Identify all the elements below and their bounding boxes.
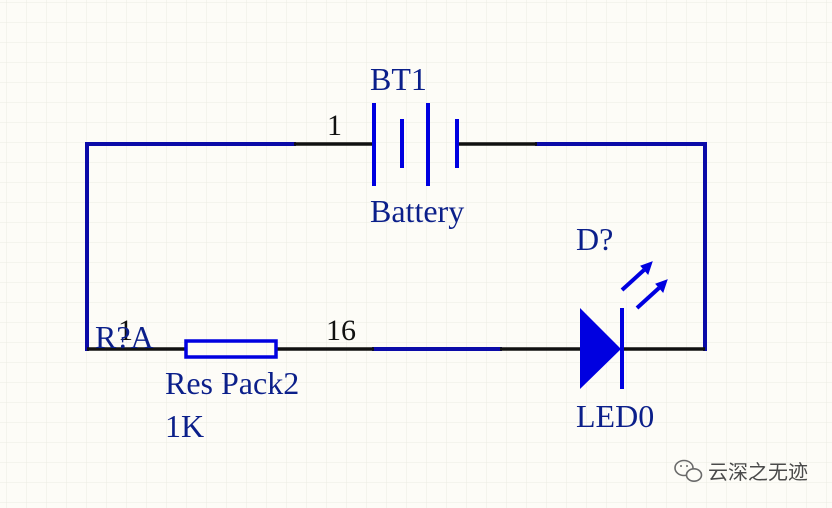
battery-symbol[interactable]	[372, 103, 459, 186]
wechat-icon	[674, 459, 703, 482]
wire-left-top	[85, 142, 296, 351]
led-comment: LED0	[576, 398, 654, 434]
battery-comment: Battery	[370, 193, 464, 229]
wires	[85, 142, 707, 351]
led-triangle	[580, 308, 621, 389]
resistor-pin-right-number: 16	[326, 314, 356, 347]
led-light-arrows	[620, 261, 668, 310]
led-designator: D?	[576, 221, 613, 257]
resistor-designator: R?A	[95, 319, 154, 355]
resistor-pin-left-number: 1	[118, 314, 133, 347]
resistor-symbol[interactable]	[184, 339, 278, 359]
wire-top-right	[535, 142, 707, 351]
battery-pin-number: 1	[327, 109, 342, 142]
led-symbol[interactable]	[580, 261, 668, 389]
resistor-value: 1K	[165, 408, 204, 444]
resistor-comment: Res Pack2	[165, 365, 299, 401]
battery-designator: BT1	[370, 61, 427, 97]
pin-lines	[87, 142, 705, 351]
watermark-text: 云深之无迹	[708, 460, 808, 484]
